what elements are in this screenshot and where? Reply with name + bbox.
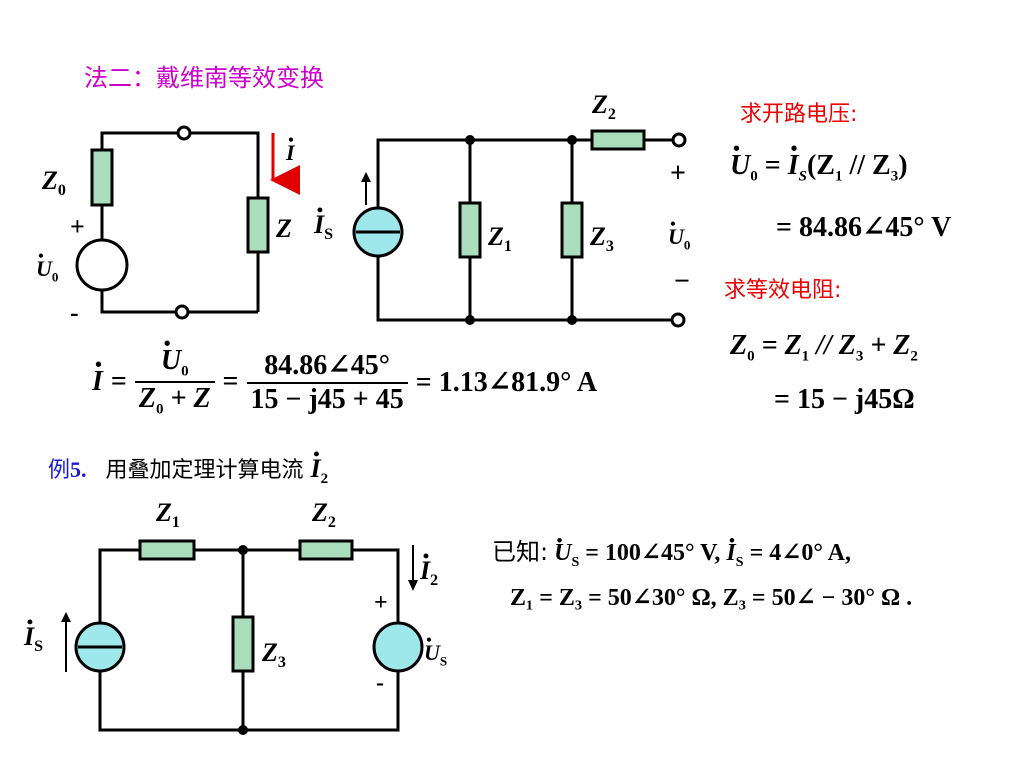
circuit1: [100, 125, 260, 320]
c1-plus: +: [70, 212, 85, 241]
method-heading: 法二：戴维南等效变换: [84, 64, 324, 92]
c2-plus: +: [670, 158, 686, 189]
resistor-z0: [90, 148, 114, 207]
resistor-c3-z1: [138, 539, 196, 561]
c2-minus: −: [674, 266, 690, 297]
c3-label-i2: I2: [420, 546, 438, 590]
eq-z0-line1: Z0 = Z1 // Z3 + Z2: [730, 330, 918, 365]
resistor-z2: [590, 129, 646, 151]
c1-minus: -: [70, 298, 79, 327]
c3-label-z1: Z1: [156, 498, 180, 532]
eq-current-i: I = U0 Z0 + Z = 84.86∠45° 15 − j45 + 45 …: [92, 334, 597, 418]
circuit2: [361, 132, 687, 328]
c3-plus: +: [374, 590, 388, 616]
resistor-z1: [458, 201, 482, 259]
c3-label-z2: Z2: [312, 498, 336, 532]
voltage-source-c3-us: [372, 621, 424, 673]
c3-label-z3: Z3: [262, 638, 286, 672]
c1-label-z: Z: [276, 214, 292, 243]
c2-label-z1: Z1: [488, 222, 512, 256]
eq-u0-line1: U0 = IS(Z1 // Z3): [730, 139, 908, 186]
c2-label-z2: Z2: [592, 90, 616, 124]
frac-u0-over-z: U0 Z0 + Z: [134, 334, 215, 418]
voltage-source-u0: [75, 238, 129, 292]
equivalent-resistance-title: 求等效电阻:: [724, 278, 842, 303]
c3-minus: -: [376, 670, 384, 696]
resistor-c3-z2: [298, 539, 354, 561]
resistor-z: [246, 196, 270, 254]
c2-label-is: IS: [314, 200, 333, 244]
c1-label-z0: Z0: [42, 166, 66, 200]
known-line1: 已知: US = 100∠45° V, IS = 4∠0° A,: [492, 531, 851, 571]
example-5-heading: 例5. 用叠加定理计算电流 I2: [48, 444, 328, 488]
eq-z0-line2: = 15 − j45Ω: [774, 384, 915, 415]
c3-label-us: US: [424, 632, 447, 669]
known-line2: Z₁ = Z₃ = 50∠30° Ω, Z₃ = 50∠ − 30° Ω .: [510, 585, 913, 611]
c3-label-is: IS: [24, 612, 43, 656]
eq-u0-line2: = 84.86∠45° V: [776, 212, 952, 243]
frac-numeric: 84.86∠45° 15 − j45 + 45: [246, 348, 408, 416]
resistor-c3-z3: [231, 615, 255, 673]
c2-label-z3: Z3: [590, 222, 614, 256]
resistor-z3: [560, 201, 584, 259]
c1-label-i: I: [286, 132, 295, 166]
open-circuit-voltage-title: 求开路电压:: [740, 102, 858, 127]
c1-label-u0: U0: [36, 248, 58, 285]
c2-label-u0: U0: [668, 216, 690, 253]
